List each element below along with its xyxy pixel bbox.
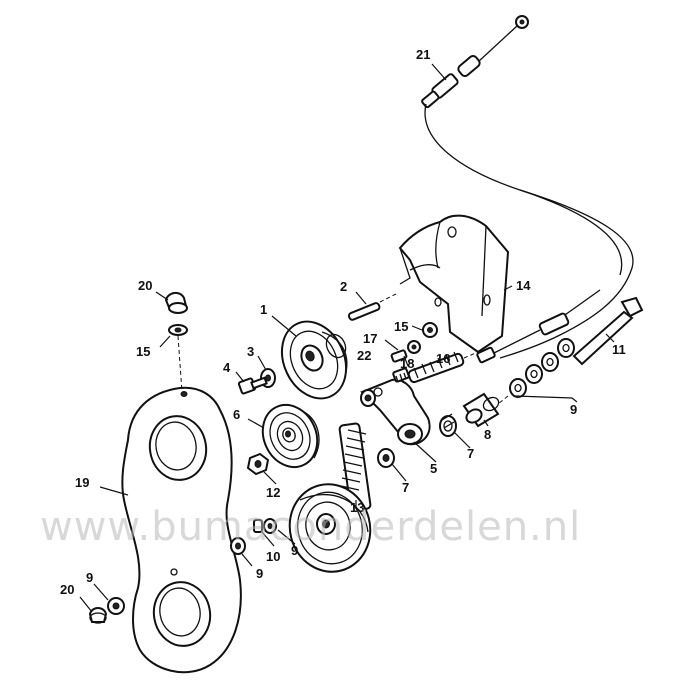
part-7-bushing-lower: [377, 448, 395, 468]
part-5-tension-arm: [360, 378, 431, 446]
label-part-5: 5: [430, 461, 437, 476]
part-12-nut: [246, 452, 270, 476]
part-9-washers-right: [497, 338, 575, 405]
label-part-3: 3: [247, 344, 254, 359]
label-part-22: 22: [357, 348, 371, 363]
part-8-spacer: [462, 392, 500, 428]
part-4-bolt: [237, 376, 268, 395]
label-part-21: 21: [416, 47, 430, 62]
part-17-bolt: [390, 349, 408, 363]
watermark: www.bumaconderdelen.nl: [40, 504, 581, 550]
label-part-20-upper: 20: [138, 278, 152, 293]
label-part-6: 6: [233, 407, 240, 422]
label-part-15-upper: 15: [136, 344, 150, 359]
part-11-long-bolt: [572, 296, 644, 366]
label-part-12: 12: [266, 485, 280, 500]
part-number-labels: 21 14 2 1 20 15 15 17 22 18 16 11 3 4 6 …: [60, 47, 626, 597]
part-18-nut: [407, 340, 421, 354]
label-part-17: 17: [363, 331, 377, 346]
label-part-9-right: 9: [570, 402, 577, 417]
label-part-18: 18: [400, 356, 414, 371]
label-part-10: 10: [266, 549, 280, 564]
part-21-cable: [421, 15, 634, 364]
part-15-washer-middle: [422, 322, 438, 338]
part-20-cap-nut-upper: [164, 292, 188, 314]
part-15-washer-upper: [168, 324, 188, 393]
part-2-pin: [347, 292, 399, 321]
part-7-bushing-upper: [439, 413, 457, 437]
part-10-pin: [253, 519, 263, 533]
part-9-washer-lower: [230, 537, 246, 555]
part-9-washer-mid: [263, 518, 277, 534]
label-part-15-middle: 15: [394, 319, 408, 334]
label-part-14: 14: [516, 278, 531, 293]
part-9-washer-bottom: [107, 597, 125, 615]
label-part-11: 11: [612, 342, 626, 357]
label-part-9-lower: 9: [256, 566, 263, 581]
label-part-9-mid: 9: [291, 543, 298, 558]
part-22-adjuster: [392, 367, 410, 383]
label-part-7-lower: 7: [402, 480, 409, 495]
label-part-4: 4: [223, 360, 231, 375]
part-1-upper-pulley: [280, 320, 348, 400]
part-19-belt-housing: [121, 386, 242, 674]
label-part-2: 2: [340, 279, 347, 294]
label-part-7-upper: 7: [467, 446, 474, 461]
part-6-middle-pulley: [261, 403, 320, 469]
part-16-spring: [407, 351, 479, 384]
label-part-8: 8: [484, 427, 491, 442]
leader-lines: [79, 63, 615, 613]
lower-drive-pulley: [288, 483, 372, 573]
label-part-19: 19: [75, 475, 89, 490]
label-part-13: 13: [350, 500, 364, 515]
part-14-belt-guard: [398, 214, 510, 354]
part-20-cap-nut-lower: [88, 607, 108, 624]
label-part-16: 16: [436, 351, 450, 366]
label-part-9-bottom: 9: [86, 570, 93, 585]
label-part-20-lower: 20: [60, 582, 74, 597]
label-part-1: 1: [260, 302, 267, 317]
